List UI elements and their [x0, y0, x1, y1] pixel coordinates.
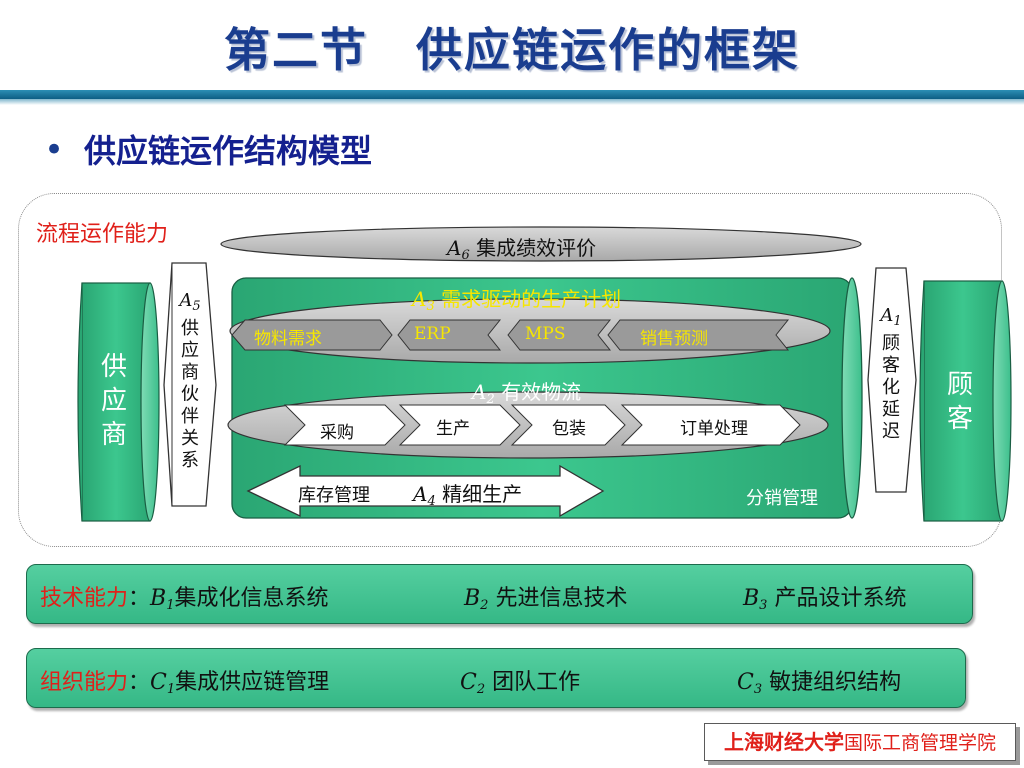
supplier-label: 供 应 商	[100, 352, 127, 450]
a6-label: A6 集成绩效评价	[447, 236, 597, 263]
a5-label: A5 供 应 商 伙 伴 关 系	[179, 290, 201, 471]
customer-cylinder	[919, 280, 1012, 522]
org-capability-row	[26, 648, 966, 708]
title-divider-shadow	[0, 99, 1024, 105]
a3-step-erp: ERP	[414, 324, 451, 344]
supplier-cylinder	[77, 282, 160, 522]
title-divider-bar	[0, 90, 1024, 99]
a4-inventory-label: 库存管理	[298, 485, 370, 506]
org-item-c3: C3 敏捷组织结构	[737, 670, 902, 697]
page-title: 第二节 供应链运作的框架	[224, 23, 800, 77]
process-capability-label: 流程运作能力	[36, 222, 169, 247]
a3-step-forecast: 销售预测	[640, 329, 708, 349]
a2-step-production: 生产	[436, 419, 470, 439]
a1-label: A1 顾 客 化 延 迟	[880, 305, 902, 442]
distribution-label: 分销管理	[746, 488, 818, 509]
a2-step-packaging: 包装	[552, 419, 586, 439]
a3-step-mps: MPS	[525, 324, 566, 344]
a4-label: A4 精细生产	[413, 482, 523, 509]
org-item-c2: C2 团队工作	[460, 670, 581, 697]
tech-item-b3: B3 产品设计系统	[743, 586, 907, 613]
a1-postponement-band	[867, 267, 917, 493]
a5-partner-band	[163, 262, 217, 507]
a3-label: A3 需求驱动的生产计划	[412, 287, 622, 314]
bullet-heading: 供应链运作结构模型	[84, 132, 373, 170]
a4-double-arrow	[246, 464, 605, 518]
bullet-dot: •	[44, 130, 65, 170]
a2-step-order: 订单处理	[680, 419, 748, 439]
tech-capability-row	[26, 564, 973, 624]
a3-chevrons	[231, 319, 790, 351]
a6-ellipse	[220, 226, 862, 262]
institution-footer: 上海财经大学国际工商管理学院	[704, 723, 1016, 761]
org-capability-text: 组织能力：C1集成供应链管理	[40, 670, 330, 697]
customer-label: 顾 客	[946, 370, 973, 434]
tech-capability-text: 技术能力：B1集成化信息系统	[40, 586, 329, 613]
a2-label: A2 有效物流	[472, 380, 582, 407]
a2-chevrons	[283, 404, 801, 446]
a2-step-purchase: 采购	[320, 423, 354, 443]
tech-item-b2: B2 先进信息技术	[464, 586, 628, 613]
a3-step-material: 物料需求	[254, 329, 322, 349]
